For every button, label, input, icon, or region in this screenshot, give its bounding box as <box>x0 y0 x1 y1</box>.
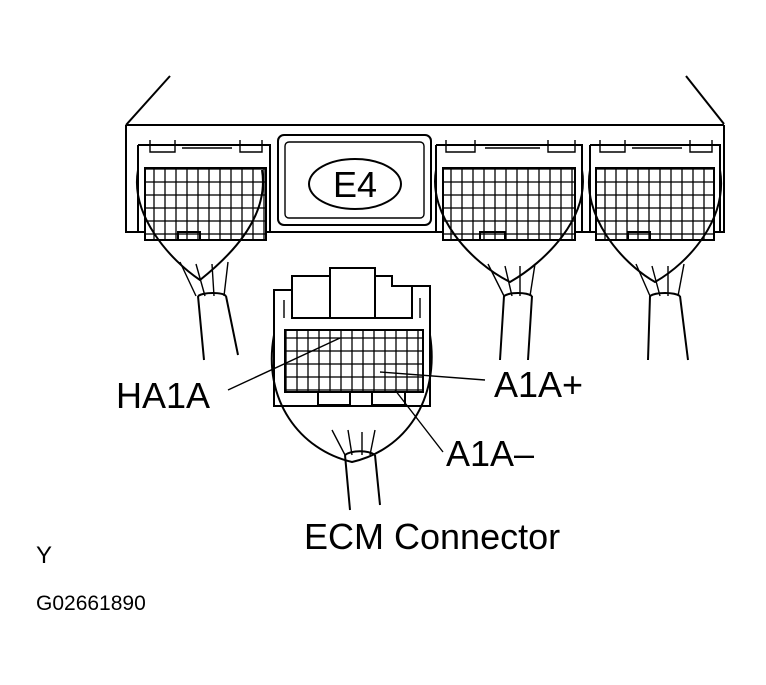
e4-badge-label: E4 <box>333 164 377 205</box>
label-a1a-plus: A1A+ <box>494 364 583 405</box>
ecm-connector-front <box>270 267 433 511</box>
label-ha1a: HA1A <box>116 375 210 416</box>
leader-a1a-plus <box>379 371 486 381</box>
wire-harness-left <box>179 261 239 361</box>
leader-a1a-minus <box>394 389 444 453</box>
e4-badge: E4 <box>277 134 432 226</box>
connector-middle-right <box>434 140 584 284</box>
wire-harness-right <box>635 263 689 361</box>
corner-letter: Y <box>36 542 52 569</box>
leader-lines <box>227 337 486 453</box>
label-a1a-minus: A1A– <box>446 433 534 474</box>
connector-right <box>587 140 723 284</box>
figure-code: G02661890 <box>36 592 146 615</box>
leader-ha1a <box>227 337 341 391</box>
wire-harness-middle <box>487 263 536 361</box>
caption-ecm-connector: ECM Connector <box>304 516 560 557</box>
ecm-housing <box>125 75 725 233</box>
connector-left <box>135 140 271 282</box>
